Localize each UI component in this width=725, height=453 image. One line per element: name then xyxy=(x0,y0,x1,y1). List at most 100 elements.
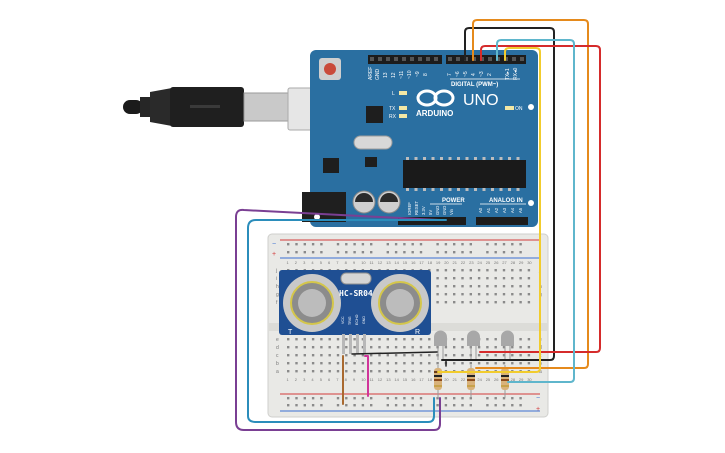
breadboard-hole xyxy=(394,338,398,341)
breadboard-hole xyxy=(295,346,298,349)
pin-label-3: ~3 xyxy=(479,71,485,77)
breadboard-hole xyxy=(469,277,472,280)
pin-hole xyxy=(402,57,406,61)
pin-hole xyxy=(378,57,382,61)
breadboard-hole xyxy=(469,397,472,400)
pin-hole xyxy=(386,57,390,61)
breadboard-column-label: 15 xyxy=(403,377,408,382)
breadboard-row-label: j xyxy=(275,268,277,274)
breadboard-hole xyxy=(453,285,456,288)
hc-sr04-sensor[interactable]: HC-SR04 T R VCC TRIG ECHO GND xyxy=(279,270,431,354)
breadboard-column-label: 13 xyxy=(386,260,391,265)
breadboard-hole xyxy=(519,251,522,254)
breadboard-hole xyxy=(370,346,373,349)
resistor-2[interactable] xyxy=(467,365,475,398)
breadboard-hole xyxy=(411,370,414,373)
usb-chip xyxy=(366,106,383,123)
digital-header-label: DIGITAL (PWM~) xyxy=(451,82,498,88)
breadboard-hole xyxy=(345,243,348,246)
breadboard-hole xyxy=(477,301,481,304)
breadboard-hole xyxy=(453,251,456,254)
breadboard-hole xyxy=(345,397,348,400)
breadboard-hole xyxy=(394,404,398,407)
breadboard-hole xyxy=(345,346,348,349)
breadboard-hole xyxy=(453,404,456,407)
breadboard-column-label: 3 xyxy=(303,377,306,382)
breadboard-hole xyxy=(502,362,506,365)
breadboard-hole xyxy=(519,397,522,400)
breadboard-hole xyxy=(486,269,489,272)
chip-pin xyxy=(516,188,520,191)
breadboard-column-label: 6 xyxy=(328,377,331,382)
pin-label-12: 12 xyxy=(391,72,397,78)
breadboard-column-label: 19 xyxy=(436,260,441,265)
breadboard-hole xyxy=(353,243,356,246)
breadboard-hole xyxy=(311,346,315,349)
breadboard-hole xyxy=(320,362,323,365)
breadboard-hole xyxy=(469,285,472,288)
breadboard-column-label: 29 xyxy=(519,260,524,265)
breadboard-hole xyxy=(345,251,348,254)
wire-cyan[interactable] xyxy=(496,39,575,383)
chip-pin xyxy=(465,157,469,160)
breadboard-hole xyxy=(328,362,331,365)
breadboard-hole xyxy=(287,338,290,341)
wire-purple[interactable] xyxy=(235,208,441,431)
breadboard-hole xyxy=(295,362,298,365)
breadboard-hole xyxy=(287,370,290,373)
chip-pin xyxy=(474,188,477,191)
breadboard-hole xyxy=(370,397,373,400)
breadboard-hole xyxy=(295,338,298,341)
breadboard-hole xyxy=(353,404,356,407)
wire-black-sensor[interactable] xyxy=(351,351,438,355)
breadboard-hole xyxy=(527,269,531,272)
wire-magenta[interactable] xyxy=(364,355,369,397)
breadboard-hole xyxy=(511,362,514,365)
led-1[interactable] xyxy=(434,330,447,360)
breadboard-hole xyxy=(502,301,506,304)
breadboard-hole xyxy=(486,404,489,407)
sensor-pin-vcc: VCC xyxy=(341,316,345,324)
wire-black[interactable] xyxy=(441,27,555,361)
breadboard-column-label: 18 xyxy=(428,377,433,382)
breadboard-hole xyxy=(436,404,439,407)
breadboard-hole xyxy=(311,251,315,254)
wire-yellow[interactable] xyxy=(437,47,541,373)
breadboard-hole xyxy=(403,338,406,341)
pin-label-3v3: 3.3V xyxy=(421,206,426,215)
breadboard-column-label: 20 xyxy=(444,377,449,382)
chip-pin xyxy=(508,157,511,160)
breadboard-hole xyxy=(378,338,381,341)
wire-teal[interactable] xyxy=(247,219,447,423)
wire-red-top[interactable] xyxy=(479,45,601,353)
led-2[interactable] xyxy=(467,330,480,360)
arduino-uno-board[interactable]: AREF GND 13 12 ~11 ~10 ~9 8 7 ~6 ~5 4 ~3… xyxy=(302,50,538,227)
chip-pin xyxy=(414,157,418,160)
pin-label-2: 2 xyxy=(487,73,493,76)
breadboard-hole xyxy=(336,354,340,357)
breadboard-hole xyxy=(486,354,489,357)
pin-hole xyxy=(370,57,374,61)
breadboard-hole xyxy=(378,354,381,357)
breadboard-hole xyxy=(502,269,506,272)
wire-orange[interactable] xyxy=(472,19,589,369)
breadboard-column-label: 28 xyxy=(511,377,516,382)
breadboard-column-label: 18 xyxy=(428,260,433,265)
breadboard-column-label: 27 xyxy=(502,260,507,265)
breadboard-column-label: 14 xyxy=(394,260,399,265)
breadboard-hole xyxy=(336,346,340,349)
breadboard-hole xyxy=(386,251,389,254)
breadboard-hole xyxy=(403,243,406,246)
breadboard-hole xyxy=(502,404,506,407)
led-on xyxy=(505,106,514,110)
atmega-chip xyxy=(403,160,526,188)
chip-pin xyxy=(406,188,409,191)
breadboard-hole xyxy=(469,251,472,254)
breadboard-hole xyxy=(345,370,348,373)
pin-hole xyxy=(520,57,524,61)
breadboard-hole xyxy=(486,338,489,341)
breadboard-hole xyxy=(394,346,398,349)
breadboard-hole xyxy=(419,251,423,254)
breadboard-column-label: 7 xyxy=(336,260,339,265)
led-3[interactable] xyxy=(501,330,514,360)
